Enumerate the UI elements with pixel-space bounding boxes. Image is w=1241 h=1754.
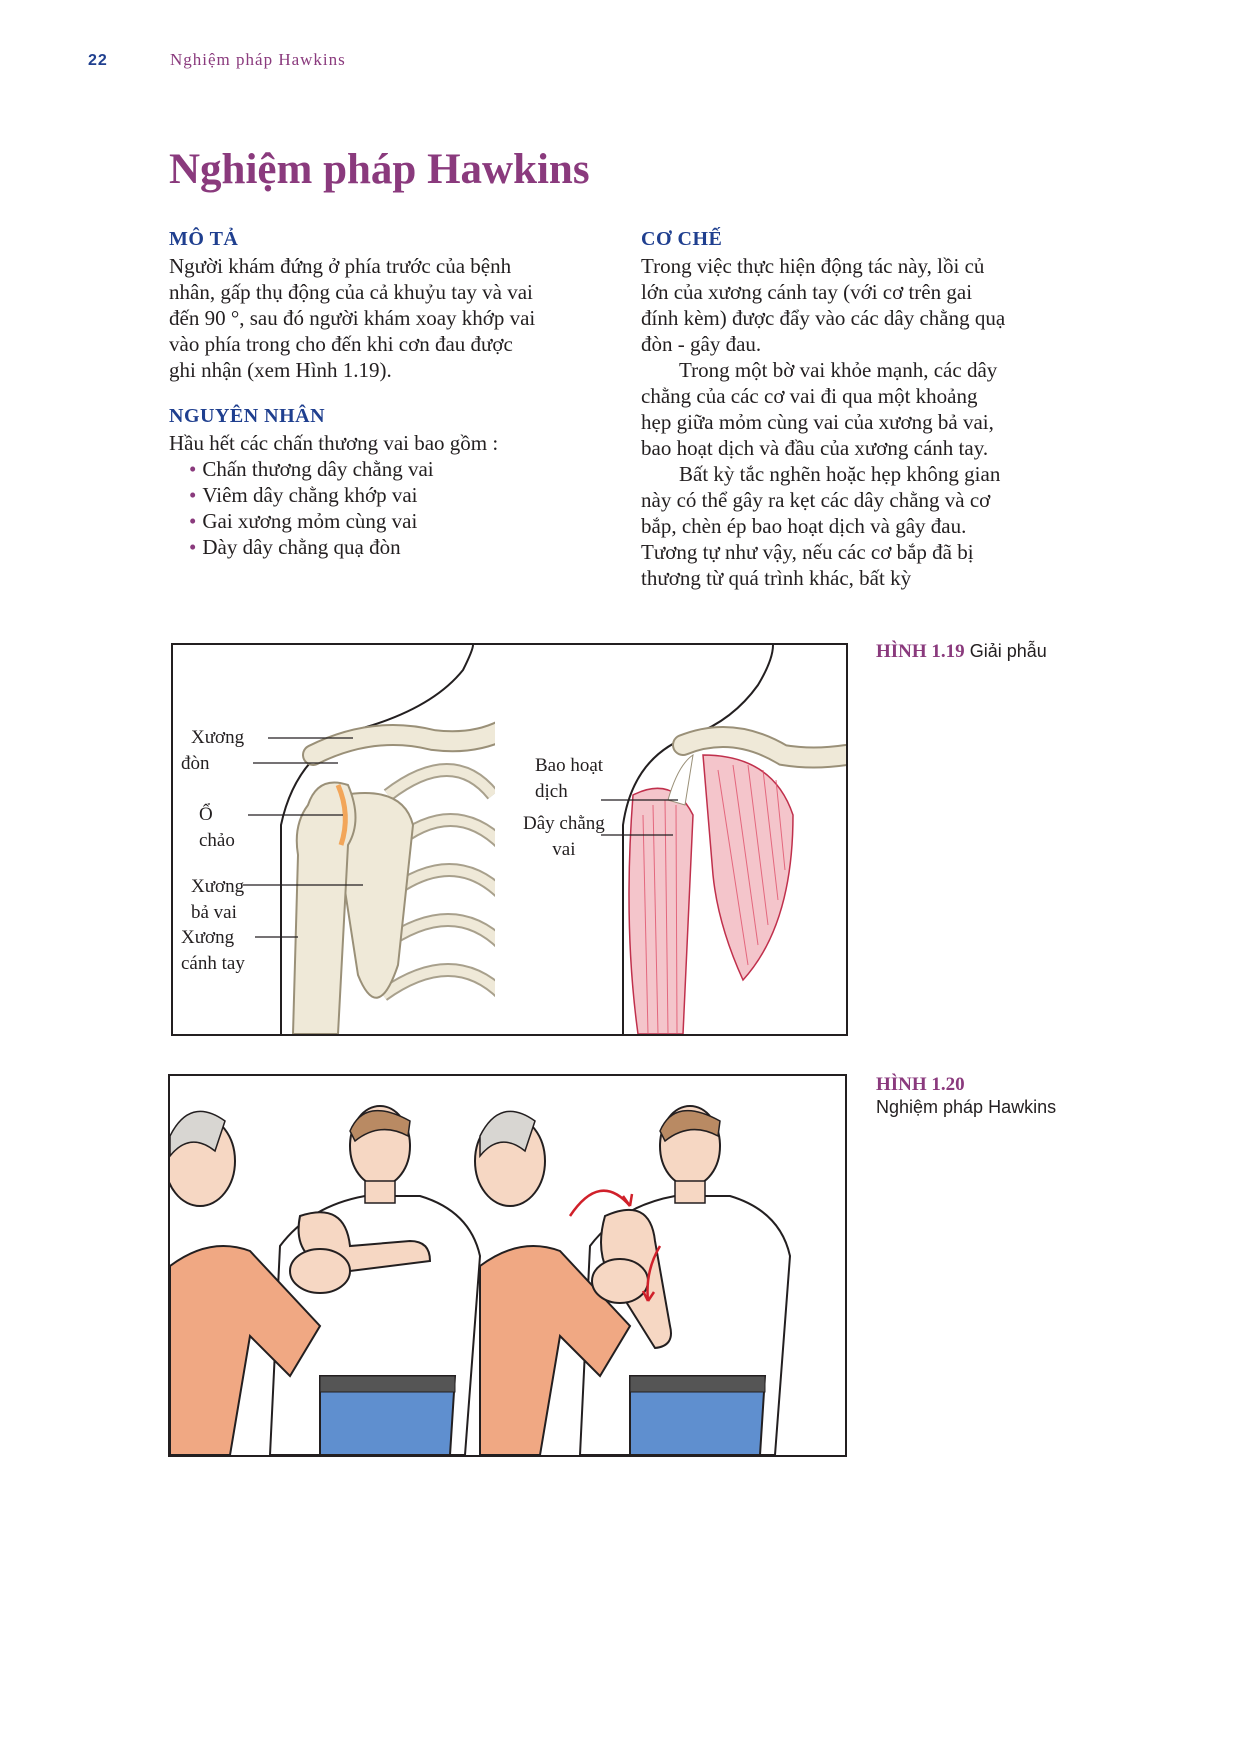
mechanism-paragraph-1: Trong việc thực hiện động tác này, lồi c… (641, 253, 1081, 357)
hawkins-test-illustration (170, 1105, 792, 1455)
label-line: vai (552, 839, 576, 860)
list-item: •Chấn thương dây chằng vai (189, 456, 609, 482)
caption-label: HÌNH 1.20 (876, 1074, 965, 1095)
mechanism-line: Tương tự như vậy, nếu các cơ bắp đã bị (641, 540, 974, 564)
description-line: Người khám đứng ở phía trước của bệnh (169, 254, 512, 278)
description-line: đến 90 °, sau đó người khám xoay khớp va… (169, 306, 536, 330)
label-line: Xương (191, 876, 245, 897)
label-line: dịch (535, 781, 568, 802)
cause-text: Chấn thương dây chằng vai (202, 457, 434, 481)
caption-text: Nghiệm pháp Hawkins (876, 1097, 1057, 1117)
label-bursa: Bao hoạt dịch (535, 753, 603, 805)
skeleton-panel (243, 645, 514, 1034)
rotation-arrow-icon (568, 1189, 631, 1217)
description-line: ghi nhận (xem Hình 1.19). (169, 358, 392, 382)
description-paragraph: Người khám đứng ở phía trước của bệnh nh… (169, 253, 609, 383)
label-line: bả vai (191, 902, 237, 923)
mechanism-line: Trong một bờ vai khỏe mạnh, các dây (679, 358, 998, 382)
mechanism-line: lớn của xương cánh tay (với cơ trên gai (641, 280, 973, 304)
mechanism-paragraph-3: Bất kỳ tắc nghẽn hoặc hẹp không gian này… (641, 461, 1081, 591)
mechanism-heading: CƠ CHẾ (641, 228, 723, 250)
label-line: Xương (191, 727, 245, 748)
figure-caption: HÌNH 1.19 Giải phẫu (876, 640, 1076, 663)
label-ligament: Dây chằng vai (523, 811, 605, 863)
figure-caption: HÌNH 1.20 Nghiệm pháp Hawkins (876, 1073, 1076, 1119)
rotation-arrow-icon (646, 1245, 662, 1302)
muscle-panel (601, 645, 846, 1034)
figure-hawkins-test (168, 1074, 847, 1457)
page-number: 22 (88, 52, 108, 69)
caption-text: Giải phẫu (969, 641, 1047, 661)
bullet-icon: • (189, 457, 197, 481)
list-item: •Dày dây chằng quạ đòn (189, 534, 609, 560)
cause-list: •Chấn thương dây chằng vai •Viêm dây chằ… (169, 456, 609, 560)
mechanism-line: thương từ quá trình khác, bất kỳ (641, 566, 912, 590)
mechanism-paragraph-2: Trong một bờ vai khỏe mạnh, các dây chằn… (641, 357, 1081, 461)
description-heading: MÔ TẢ (169, 228, 239, 250)
mechanism-line: đính kèm) được đẩy vào các dây chằng quạ (641, 306, 1006, 330)
list-item: •Gai xương mỏm cùng vai (189, 508, 609, 534)
anatomy-illustration (243, 645, 846, 1034)
scene-start (170, 1105, 482, 1455)
cause-text: Viêm dây chằng khớp vai (202, 483, 418, 507)
mechanism-line: này có thể gây ra kẹt các dây chằng và c… (641, 488, 991, 512)
mechanism-line: hẹp giữa mỏm cùng vai của xương bả vai, (641, 410, 994, 434)
mechanism-line: đòn - gây đau. (641, 332, 762, 356)
label-line: cánh tay (181, 953, 245, 974)
description-line: vào phía trong cho đến khi cơn đau được (169, 332, 513, 356)
mechanism-line: bắp, chèn ép bao hoạt dịch và gây đau. (641, 514, 967, 538)
mechanism-line: bao hoạt dịch và đầu của xương cánh tay. (641, 436, 989, 460)
label-humerus: Xương cánh tay (181, 925, 245, 977)
cause-text: Dày dây chằng quạ đòn (202, 535, 401, 559)
bullet-icon: • (189, 509, 197, 533)
scene-rotation (474, 1105, 792, 1455)
bullet-icon: • (189, 483, 197, 507)
left-column: MÔ TẢ Người khám đứng ở phía trước của b… (169, 226, 609, 560)
mechanism-line: Trong việc thực hiện động tác này, lồi c… (641, 254, 985, 278)
caption-label: HÌNH 1.19 (876, 641, 965, 662)
label-line: chảo (199, 830, 235, 851)
label-line: Bao hoạt (535, 755, 604, 776)
label-clavicle: Xương (191, 725, 244, 751)
cause-text: Gai xương mỏm cùng vai (202, 509, 418, 533)
label-scapula: Xương bả vai (191, 874, 244, 926)
label-line: Dây chằng (523, 813, 605, 834)
bullet-icon: • (189, 535, 197, 559)
page-title: Nghiệm pháp Hawkins (169, 146, 590, 193)
running-title: Nghiệm pháp Hawkins (170, 50, 346, 69)
cause-intro: Hầu hết các chấn thương vai bao gồm : (169, 431, 499, 455)
label-clavicle-2: đòn (181, 751, 210, 777)
figure-anatomy: Xương đòn Ổ chảo Xương bả vai Xương cánh… (171, 643, 848, 1036)
cause-heading: NGUYÊN NHÂN (169, 405, 326, 427)
label-line: Xương (181, 927, 235, 948)
mechanism-line: Bất kỳ tắc nghẽn hoặc hẹp không gian (679, 462, 1001, 486)
label-line: Ổ (199, 804, 213, 825)
label-glenoid: Ổ chảo (199, 802, 235, 854)
description-line: nhân, gấp thụ động của cả khuỷu tay và v… (169, 280, 533, 304)
list-item: •Viêm dây chằng khớp vai (189, 482, 609, 508)
running-head: 22 Nghiệm pháp Hawkins (88, 50, 345, 70)
mechanism-line: chằng của các cơ vai đi qua một khoảng (641, 384, 978, 408)
label-line: đòn (181, 753, 210, 774)
right-column: CƠ CHẾ Trong việc thực hiện động tác này… (641, 226, 1081, 591)
